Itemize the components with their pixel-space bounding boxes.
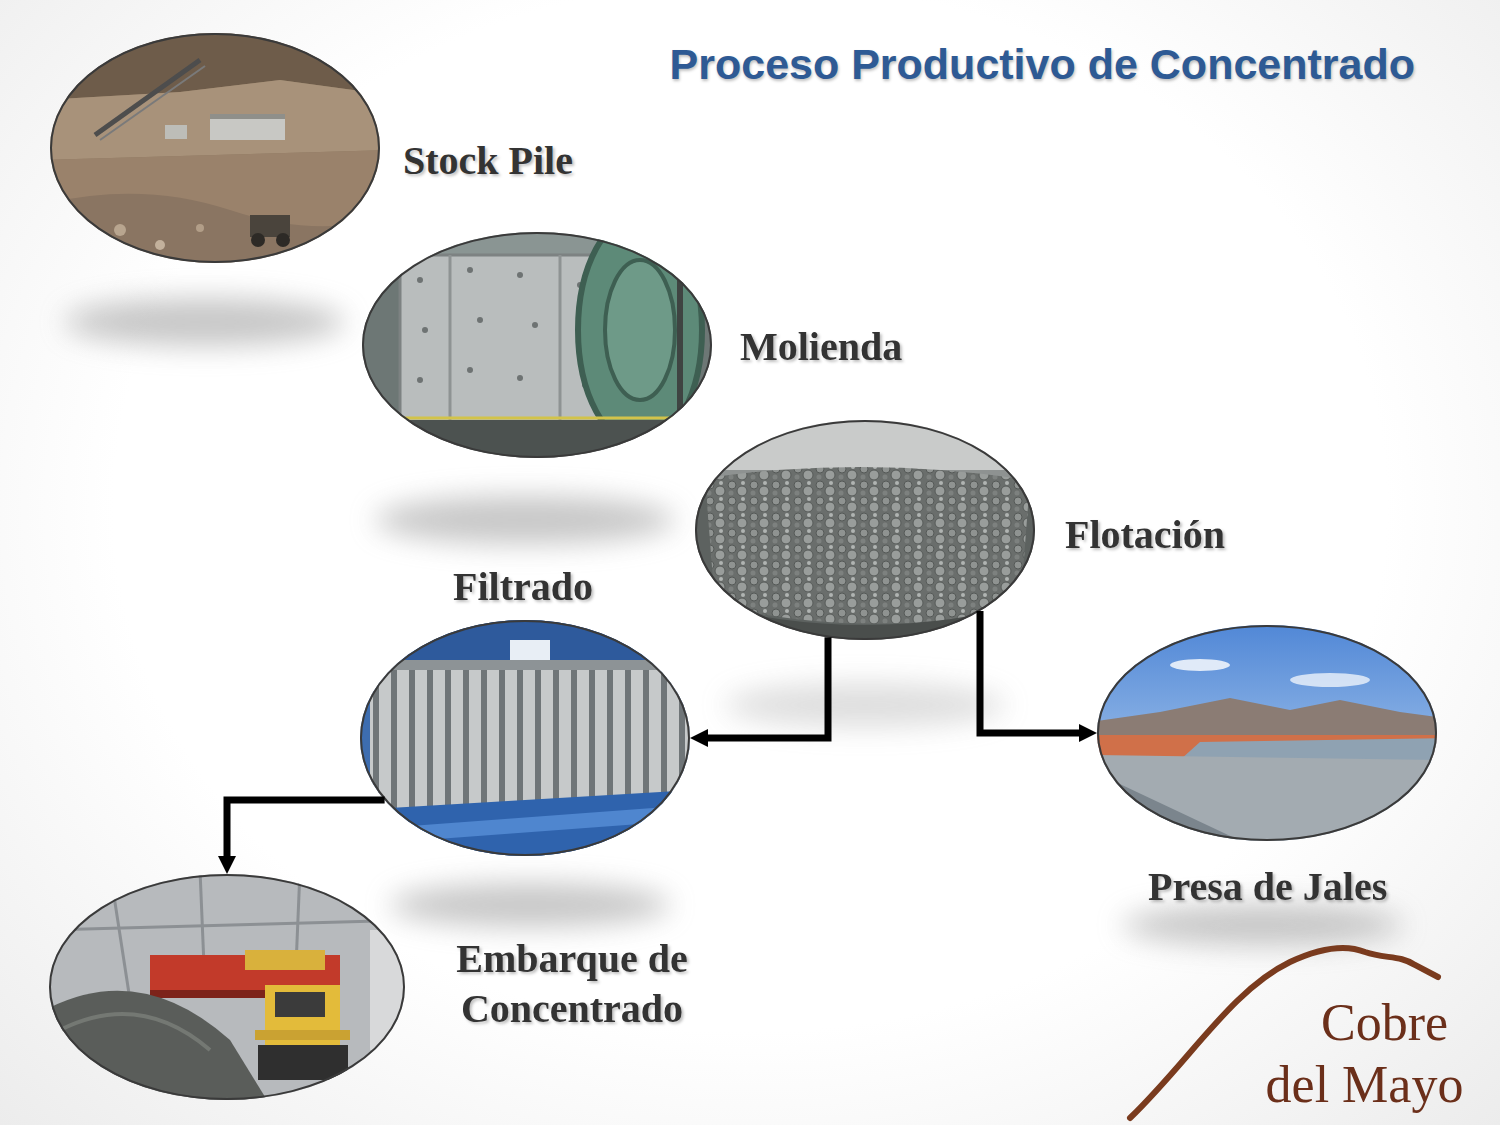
filter-press-photo <box>355 615 695 865</box>
process-step: Molienda <box>362 232 712 458</box>
process-step: Flotación <box>695 420 1035 640</box>
process-step: Embarque de Concentrado <box>49 874 405 1100</box>
tailings-dam-photo <box>1170 659 1230 671</box>
photo-frame <box>362 232 712 458</box>
ball-mill-photo <box>517 375 523 381</box>
process-step: Filtrado <box>360 620 690 856</box>
process-step: Stock Pile <box>50 33 380 263</box>
stockpile-photo <box>40 80 390 160</box>
ellipse-border <box>50 875 404 1099</box>
drop-shadows <box>375 496 675 544</box>
loading-shed-photo <box>275 992 325 1017</box>
ball-mill-photo <box>605 260 675 400</box>
ball-mill-photo <box>417 277 423 283</box>
tailings-dam-photo <box>1290 673 1370 687</box>
stockpile-photo <box>196 224 204 232</box>
loading-shed-photo <box>45 920 410 930</box>
loading-shed-photo <box>255 1030 350 1040</box>
tailings-dam-photo <box>1090 755 1445 850</box>
flotation-cell-photo <box>690 415 1040 470</box>
stockpile-photo <box>114 224 126 236</box>
flotation-cell-photo <box>690 415 1040 645</box>
ellipse-border <box>361 621 689 855</box>
ellipse-border <box>1098 626 1436 840</box>
step-label: Molienda <box>740 322 1000 372</box>
photo-frame <box>50 33 380 263</box>
ball-mill-photo <box>532 322 538 328</box>
filter-press-photo <box>355 790 695 865</box>
photo-frame <box>49 874 405 1100</box>
step-label: Flotación <box>1065 510 1325 560</box>
process-step: Presa de Jales <box>1097 625 1437 841</box>
drop-shadows <box>390 883 670 927</box>
ball-mill-photo <box>417 377 423 383</box>
filter-press-photo <box>355 615 695 865</box>
loading-shed-photo <box>258 1045 348 1080</box>
stockpile-photo <box>251 233 265 247</box>
photo-frame <box>1097 625 1437 841</box>
filter-press-photo <box>370 665 690 810</box>
loading-shed-photo <box>45 870 410 1000</box>
ball-mill-photo <box>517 272 523 278</box>
ellipse-border <box>696 421 1034 639</box>
stockpile-photo <box>165 125 187 139</box>
flow-arrow <box>708 637 828 738</box>
ball-mill-photo <box>477 317 483 323</box>
stockpile-photo <box>100 66 205 140</box>
stockpile-photo <box>276 233 290 247</box>
flow-arrow <box>980 611 1079 733</box>
filter-press-photo <box>355 805 695 845</box>
stockpile-photo <box>40 30 390 270</box>
loading-shed-photo <box>45 870 410 1105</box>
drop-shadows <box>65 298 345 346</box>
step-label: Embarque de Concentrado <box>442 934 702 1034</box>
photo-frame <box>360 620 690 856</box>
ball-mill-photo <box>417 267 593 388</box>
drop-shadows <box>725 683 1005 727</box>
photo-frame <box>695 420 1035 640</box>
stockpile-photo <box>210 114 285 119</box>
flow-arrow <box>227 800 385 856</box>
stockpile-photo <box>210 118 285 140</box>
step-label: Filtrado <box>453 562 713 612</box>
ball-mill-photo <box>355 215 725 465</box>
ellipse-border <box>363 233 711 457</box>
tailings-dam-photo <box>1090 698 1445 740</box>
stockpile-photo <box>324 244 336 256</box>
flotation-cell-photo <box>705 467 1030 624</box>
stockpile-photo <box>40 30 390 270</box>
ball-mill-photo <box>422 327 428 333</box>
step-label: Presa de Jales <box>1148 862 1448 912</box>
stockpile-photo <box>95 60 200 135</box>
drop-shadows <box>1122 905 1402 945</box>
company-logo-text: Cobre del Mayo <box>1252 992 1477 1116</box>
ball-mill-photo <box>467 367 473 373</box>
step-label: Stock Pile <box>403 136 663 186</box>
drop-shadows <box>65 298 1402 945</box>
ball-mill-photo <box>578 215 702 445</box>
tailings-dam-photo <box>1090 620 1445 850</box>
loading-shed-photo <box>60 1014 210 1050</box>
tailings-dam-photo <box>1090 620 1445 850</box>
ball-mill-photo <box>355 225 725 465</box>
page-title: Proceso Productivo de Concentrado <box>670 40 1415 89</box>
loading-shed-photo <box>45 870 410 1105</box>
loading-shed-photo <box>245 950 325 970</box>
flotation-cell-photo <box>690 415 1040 645</box>
ball-mill-photo <box>355 420 725 465</box>
stockpile-photo <box>40 150 390 270</box>
ellipse-border <box>51 34 379 262</box>
stockpile-photo <box>155 240 165 250</box>
stockpile-photo <box>40 194 390 270</box>
filter-press-photo <box>355 660 695 670</box>
ball-mill-photo <box>467 267 473 273</box>
loading-shed-photo <box>110 870 130 1000</box>
